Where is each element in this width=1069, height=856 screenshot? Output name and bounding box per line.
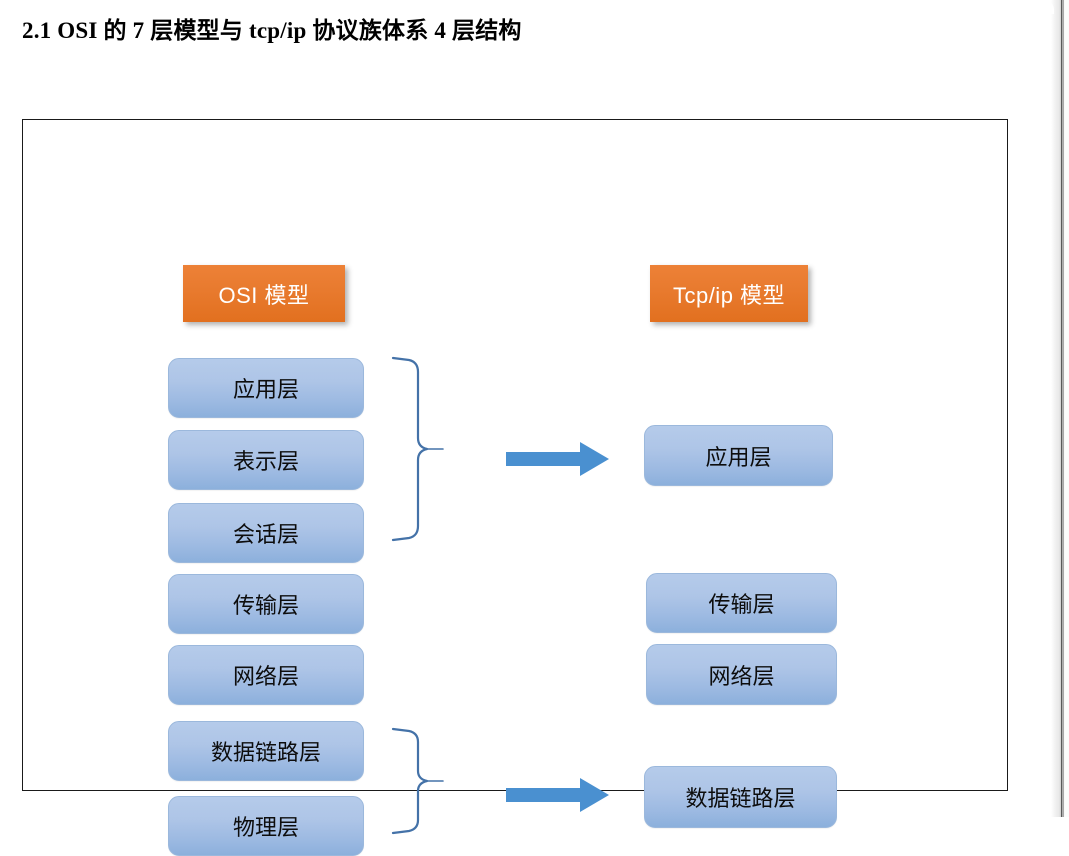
diagram-frame: OSI 模型 Tcp/ip 模型 应用层 表示层 会话层 传输层 网络层 数据链…	[22, 119, 1008, 856]
tcpip-layer-network: 网络层	[646, 644, 837, 705]
page-title: 2.1 OSI 的 7 层模型与 tcp/ip 协议族体系 4 层结构	[22, 18, 522, 43]
upper-brace-icon	[391, 356, 444, 542]
upper-mapping-arrow-icon	[506, 442, 609, 476]
tcpip-layer-datalink: 数据链路层	[644, 766, 837, 828]
osi-layer-transport: 传输层	[168, 574, 364, 634]
osi-column-header-label: OSI 模型	[218, 282, 310, 308]
tcpip-layer-transport: 传输层	[646, 573, 837, 633]
osi-layer-application: 应用层	[168, 358, 364, 418]
tcpip-layer-datalink-label: 数据链路层	[685, 786, 796, 811]
osi-layer-network: 网络层	[168, 645, 364, 705]
lower-brace-icon	[391, 727, 444, 835]
tcpip-layer-network-label: 网络层	[708, 663, 775, 689]
osi-layer-transport-label: 传输层	[232, 593, 299, 618]
tcpip-column-header-label: Tcp/ip 模型	[672, 282, 786, 308]
document-page: 2.1 OSI 的 7 层模型与 tcp/ip 协议族体系 4 层结构 OSI …	[22, 18, 1008, 856]
osi-layer-datalink-label: 数据链路层	[210, 740, 321, 765]
osi-layer-presentation: 表示层	[168, 430, 364, 490]
osi-layer-session-label: 会话层	[232, 522, 299, 547]
osi-layer-presentation-label: 表示层	[232, 449, 299, 474]
lower-mapping-arrow-icon	[506, 778, 609, 812]
page-corner	[1040, 0, 1054, 14]
osi-layer-physical: 物理层	[168, 796, 364, 856]
osi-layer-application-label: 应用层	[232, 377, 299, 402]
tcpip-column-header: Tcp/ip 模型	[650, 265, 808, 322]
osi-layer-datalink: 数据链路层	[168, 721, 364, 781]
tcpip-layer-transport-label: 传输层	[708, 592, 775, 617]
page-edge-shadow	[1051, 0, 1069, 817]
vertical-scrollbar-track[interactable]	[1052, 0, 1068, 817]
osi-layer-physical-label: 物理层	[232, 815, 299, 840]
osi-layer-session: 会话层	[168, 503, 364, 563]
osi-layer-network-label: 网络层	[232, 664, 299, 689]
tcpip-layer-application: 应用层	[644, 425, 833, 486]
osi-column-header: OSI 模型	[183, 265, 345, 322]
tcpip-layer-application-label: 应用层	[705, 444, 772, 470]
